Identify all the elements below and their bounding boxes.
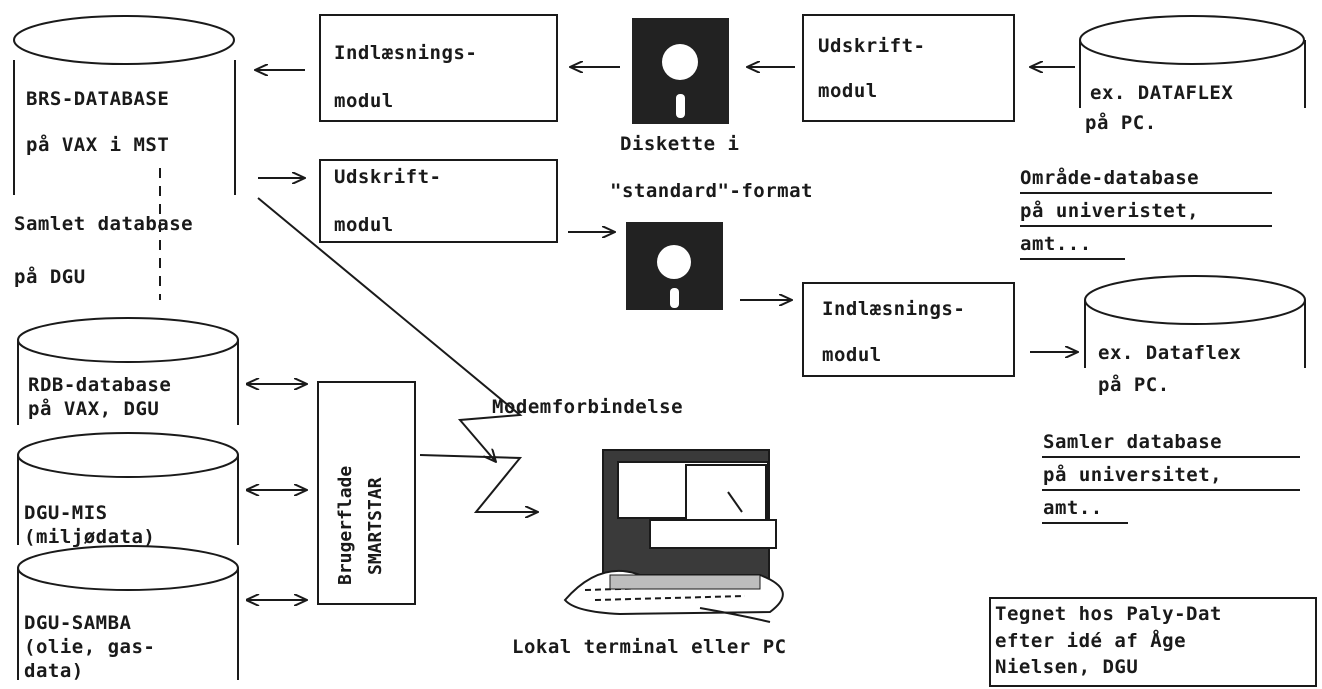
- omraade-label-2: på univeristet,: [1020, 200, 1200, 222]
- samba-label-3: data): [24, 660, 84, 682]
- dgu-mis-cylinder: [17, 432, 239, 545]
- dgu-database-label-2: på DGU: [14, 266, 86, 288]
- udskrift-mid-label-1: Udskrift-: [334, 166, 442, 188]
- dgu-database-label-1: Samlet database: [14, 213, 194, 235]
- modem-link-brugerflade: [419, 454, 538, 512]
- diskette-icon-top: [632, 18, 729, 124]
- dataflex-top-cylinder: [1079, 15, 1306, 108]
- brugerflade-label-2: SMARTSTAR: [365, 477, 386, 575]
- samler-label-1: Samler database: [1043, 431, 1223, 453]
- dgu-samba-cylinder: [17, 545, 239, 680]
- brs-database-cylinder: [13, 15, 236, 195]
- diskette-icon-bottom: [626, 222, 723, 310]
- udskrift-mid-label-2: modul: [334, 214, 394, 236]
- rdb-database-cylinder: [17, 317, 239, 425]
- dataflex-bottom-cylinder: [1084, 275, 1306, 368]
- udskrift-mid-box: [319, 159, 558, 243]
- indlaesning-top-label-1: Indlæsnings-: [334, 42, 478, 64]
- credit-box: [989, 597, 1317, 687]
- diskette-label-1: Diskette i: [620, 133, 740, 155]
- omraade-label-1: Område-database: [1020, 167, 1200, 189]
- rdb-label-1: RDB-database: [28, 374, 172, 396]
- modem-link-brs: [257, 197, 523, 462]
- dataflex-bottom-label-1: ex. Dataflex: [1098, 342, 1242, 364]
- omraade-label-3: amt...: [1020, 233, 1092, 255]
- samba-label-2: (olie, gas-: [24, 636, 156, 658]
- indlaesning-bottom-label-1: Indlæsnings-: [822, 298, 966, 320]
- brugerflade-label-1: Brugerflade: [335, 465, 356, 585]
- dataflex-top-label-2: på PC.: [1085, 112, 1157, 134]
- mis-label-2: (miljødata): [24, 526, 156, 548]
- indlaesning-bottom-box: [802, 282, 1015, 377]
- brs-database-location: på VAX i MST: [26, 134, 170, 156]
- samler-label-3: amt..: [1043, 497, 1103, 519]
- brugerflade-box: [317, 381, 416, 605]
- diskette-label-2: "standard"-format: [610, 180, 813, 202]
- udskrift-top-label-2: modul: [818, 80, 878, 102]
- credit-line-2: efter idé af Åge: [995, 630, 1187, 652]
- udskrift-top-label-1: Udskrift-: [818, 35, 926, 57]
- indlaesning-bottom-label-2: modul: [822, 344, 882, 366]
- samler-label-2: på universitet,: [1043, 464, 1223, 486]
- indlaesning-top-label-2: modul: [334, 90, 394, 112]
- samba-label-1: DGU-SAMBA: [24, 612, 132, 634]
- credit-line-1: Tegnet hos Paly-Dat: [995, 603, 1222, 625]
- indlaesning-top-box: [319, 14, 558, 122]
- mis-label-1: DGU-MIS: [24, 502, 108, 524]
- dataflex-bottom-label-2: på PC.: [1098, 374, 1170, 396]
- modem-label: Modemforbindelse: [492, 396, 684, 418]
- brs-database-title: BRS-DATABASE: [26, 88, 170, 110]
- terminal-pc-icon: [563, 449, 784, 623]
- rdb-label-2: på VAX, DGU: [28, 398, 160, 420]
- dataflex-top-label-1: ex. DATAFLEX: [1090, 82, 1234, 104]
- terminal-label: Lokal terminal eller PC: [512, 636, 787, 658]
- udskrift-top-box: [802, 14, 1015, 122]
- credit-line-3: Nielsen, DGU: [995, 656, 1139, 678]
